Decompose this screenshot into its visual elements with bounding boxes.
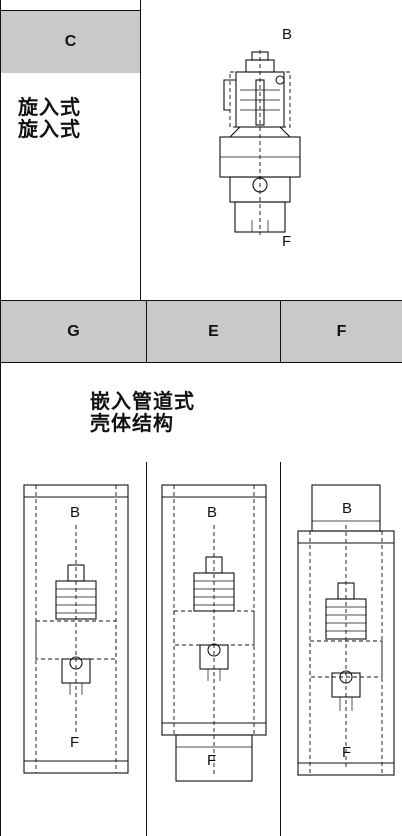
bottom-description-line-2: 壳体结构 — [90, 411, 174, 435]
header-row-bottom-border — [0, 362, 402, 363]
valve-diagram-g: B F — [23, 484, 129, 774]
bottom-description: 嵌入管道式 壳体结构 — [90, 390, 195, 434]
bottom-col-divider-1 — [146, 300, 147, 362]
valve-diagram-e: B F — [161, 484, 267, 782]
header-e-label: E — [208, 322, 219, 340]
header-c: C — [1, 11, 140, 73]
valve-diagram-c: B F — [219, 26, 301, 250]
valve-c-label-top: B — [282, 26, 292, 43]
header-c-top-border — [0, 10, 140, 11]
valve-f-label-bottom: F — [342, 744, 351, 761]
header-e: E — [147, 301, 280, 362]
top-section-divider — [140, 0, 141, 300]
top-description: 旋入式 旋入式 — [18, 96, 81, 140]
bottom-col-divider-2-lower — [280, 462, 281, 836]
header-c-label: C — [64, 33, 77, 50]
valve-c-label-bottom: F — [282, 233, 291, 250]
top-description-line-1: 旋入式 — [18, 95, 81, 119]
valve-e-label-bottom: F — [207, 752, 216, 769]
section-divider — [0, 300, 402, 301]
valve-e-label-top: B — [207, 504, 217, 521]
table-left-border — [0, 0, 1, 836]
valve-g-label-top: B — [70, 504, 80, 521]
header-g: G — [1, 301, 146, 362]
valve-diagram-f: B F — [297, 484, 395, 776]
bottom-col-divider-1-lower — [146, 462, 147, 836]
header-f-label: F — [336, 322, 347, 340]
bottom-description-line-1: 嵌入管道式 — [90, 389, 195, 413]
valve-f-label-top: B — [342, 500, 352, 517]
top-description-line-2: 旋入式 — [18, 117, 81, 141]
valve-g-label-bottom: F — [70, 734, 79, 751]
header-f: F — [281, 301, 402, 362]
bottom-col-divider-2 — [280, 300, 281, 362]
header-g-label: G — [67, 322, 80, 340]
